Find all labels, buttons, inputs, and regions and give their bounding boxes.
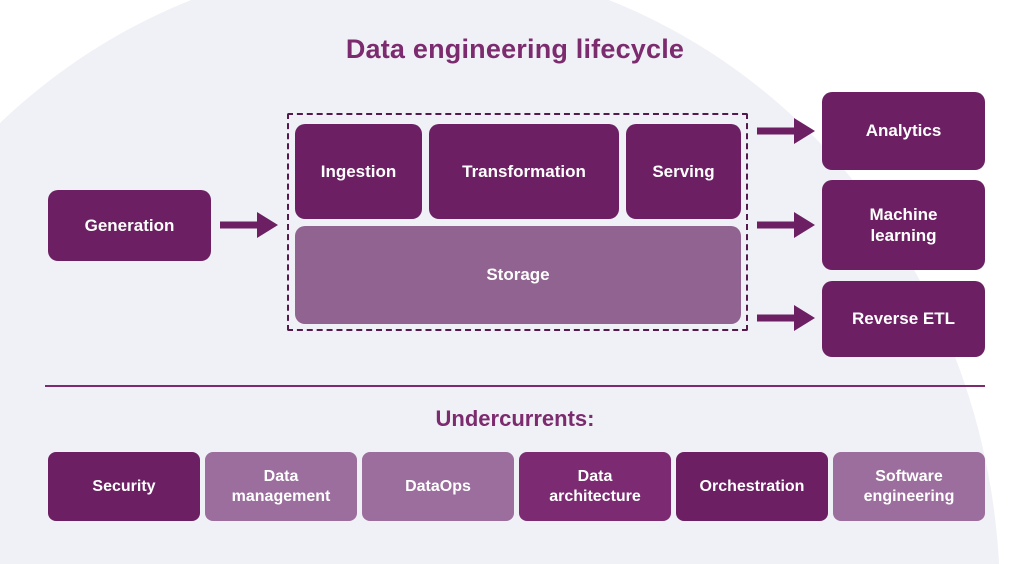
box-transformation-label: Transformation bbox=[462, 161, 586, 181]
box-security: Security bbox=[48, 452, 200, 521]
arrow-shaft bbox=[757, 314, 795, 322]
box-storage: Storage bbox=[295, 226, 741, 324]
box-generation: Generation bbox=[48, 190, 211, 261]
arrow-shaft bbox=[757, 127, 795, 135]
section-divider bbox=[45, 385, 985, 387]
lifecycle-core-frame bbox=[287, 113, 748, 331]
arrow-head bbox=[257, 212, 278, 238]
box-analytics-label: Analytics bbox=[865, 121, 942, 141]
box-dataops-label: DataOps bbox=[405, 477, 471, 495]
box-machine-learning: Machine learning bbox=[822, 180, 985, 270]
arrow-shaft bbox=[757, 221, 795, 229]
box-storage-label: Storage bbox=[486, 265, 550, 285]
arrow-head bbox=[794, 118, 815, 144]
arrow-head bbox=[794, 212, 815, 238]
page-title: Data engineering lifecycle bbox=[345, 34, 685, 64]
box-ingestion: Ingestion bbox=[295, 124, 422, 219]
undercurrents-heading: Undercurrents: bbox=[435, 406, 595, 431]
box-data-management-label: Data management bbox=[231, 467, 331, 505]
arrow-generation-to-core-icon bbox=[220, 211, 278, 239]
arrow-shaft bbox=[220, 221, 258, 229]
box-security-label: Security bbox=[92, 477, 156, 495]
box-data-architecture: Data architecture bbox=[519, 452, 671, 521]
box-orchestration: Orchestration bbox=[676, 452, 828, 521]
box-ingestion-label: Ingestion bbox=[320, 161, 397, 181]
box-dataops: DataOps bbox=[362, 452, 514, 521]
box-analytics: Analytics bbox=[822, 92, 985, 170]
box-machine-learning-label: Machine learning bbox=[869, 204, 938, 245]
box-software-engineering-label: Software engineering bbox=[863, 467, 955, 505]
arrow-core-to-reverse-etl-icon bbox=[757, 304, 815, 332]
box-generation-label: Generation bbox=[84, 215, 175, 235]
box-reverse-etl-label: Reverse ETL bbox=[852, 309, 955, 329]
undercurrents-row: Security Data management DataOps Data ar… bbox=[48, 452, 985, 521]
box-reverse-etl: Reverse ETL bbox=[822, 281, 985, 357]
box-serving-label: Serving bbox=[652, 161, 715, 181]
arrow-head bbox=[794, 305, 815, 331]
box-serving: Serving bbox=[626, 124, 741, 219]
arrow-core-to-machine-learning-icon bbox=[757, 211, 815, 239]
box-data-architecture-label: Data architecture bbox=[549, 467, 641, 505]
box-orchestration-label: Orchestration bbox=[699, 477, 805, 495]
box-software-engineering: Software engineering bbox=[833, 452, 985, 521]
box-transformation: Transformation bbox=[429, 124, 619, 219]
arrow-core-to-analytics-icon bbox=[757, 117, 815, 145]
box-data-management: Data management bbox=[205, 452, 357, 521]
